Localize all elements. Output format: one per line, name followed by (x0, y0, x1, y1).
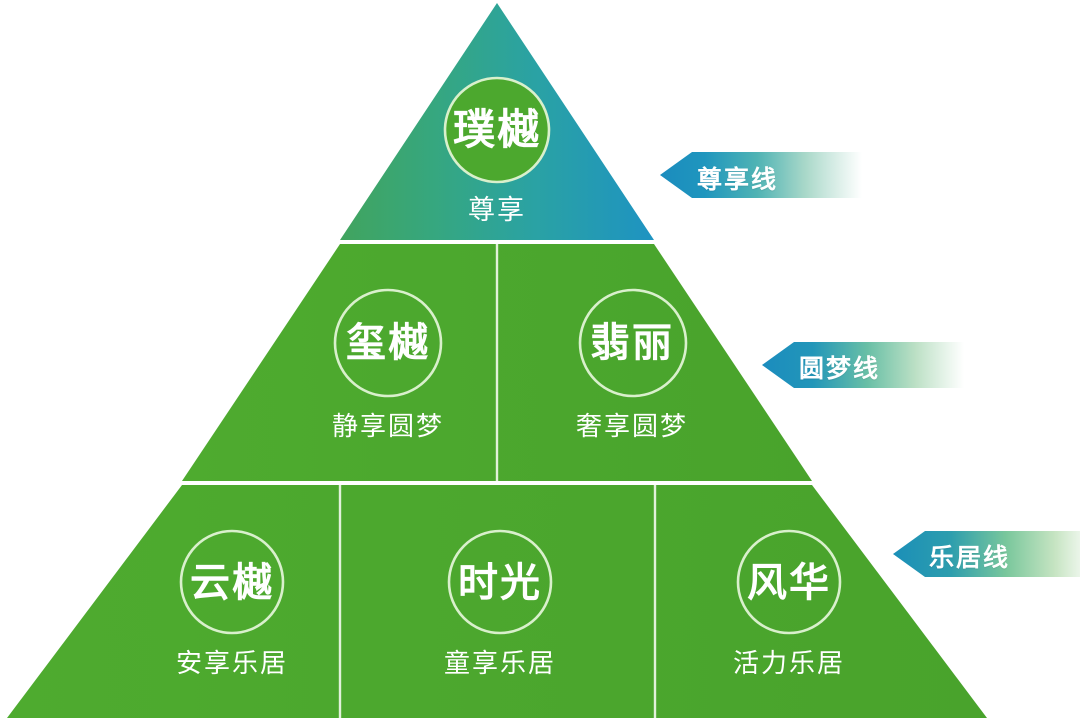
tier-3-sub-fenghua: 活力乐居 (732, 648, 845, 678)
tier-1-sub-puyue: 尊享 (468, 195, 526, 225)
tier-2-brand-xiyue: 玺樾 (346, 321, 430, 365)
tier-3-brand-yunyue: 云樾 (190, 561, 274, 605)
tier-3-shape (7, 485, 987, 718)
line-arrow-1 (660, 152, 862, 198)
tier-2-brand-feili: 翡丽 (590, 321, 674, 365)
tier-1-shape (340, 3, 654, 240)
tier-1-brand-puyue: 璞樾 (452, 106, 541, 153)
tier-3-sub-yunyue: 安享乐居 (175, 648, 288, 678)
tier-2-sub-xiyue: 静享圆梦 (331, 411, 444, 441)
line-label-leju: 乐居线 (929, 544, 1011, 572)
line-label-yuanmeng: 圆梦线 (799, 355, 881, 383)
line-label-zunxiang: 尊享线 (697, 166, 779, 194)
tier-2-sub-feili: 奢享圆梦 (575, 411, 688, 441)
tier-3-sub-shiguang: 童享乐居 (443, 648, 556, 678)
tier-3-brand-shiguang: 时光 (458, 561, 542, 605)
line-arrow-3 (893, 531, 1080, 577)
tier-3-brand-fenghua: 风华 (747, 561, 831, 605)
line-arrow-2 (762, 342, 964, 388)
tier-2-shape (182, 244, 812, 481)
